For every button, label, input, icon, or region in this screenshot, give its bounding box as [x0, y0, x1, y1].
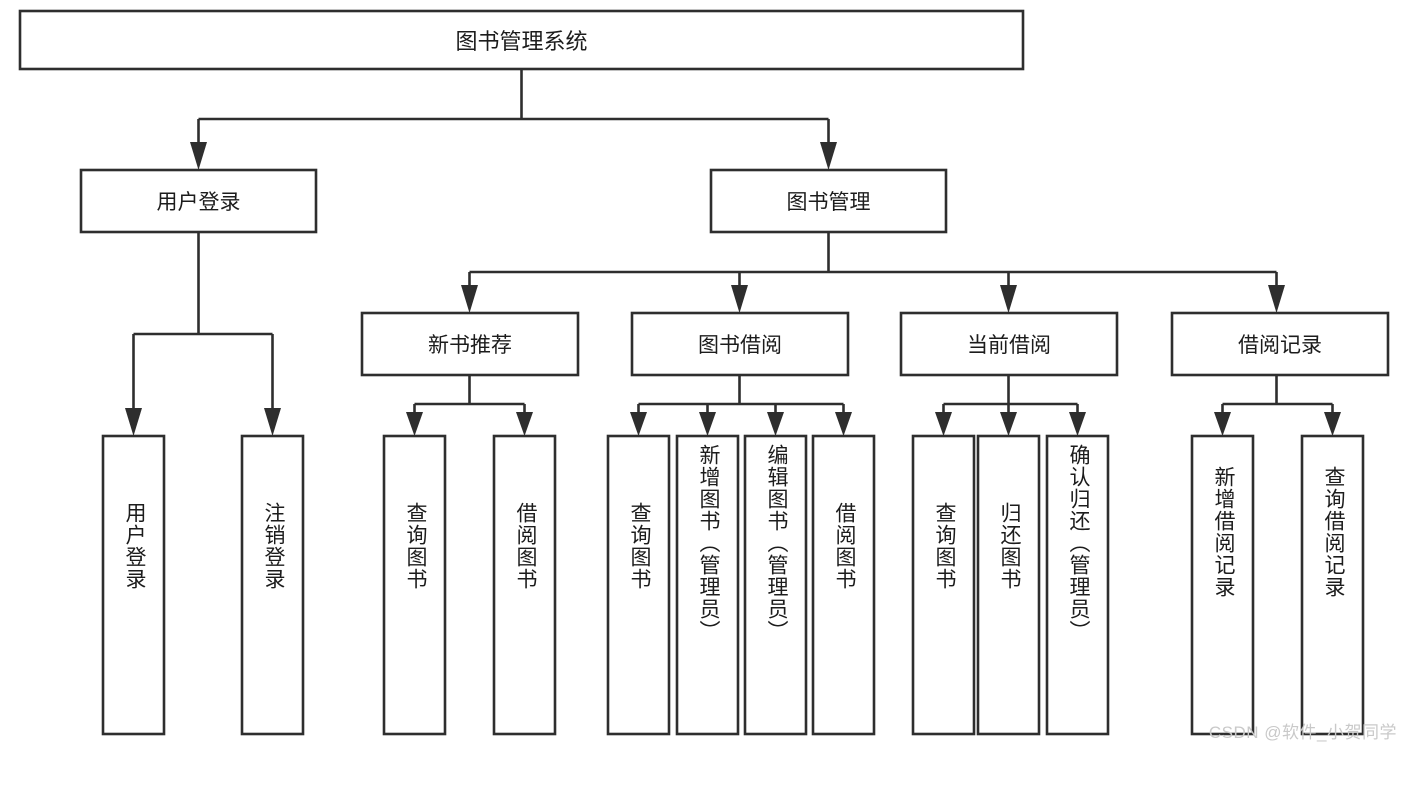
node-leaf-current-borrow-1[interactable]: [976, 434, 1041, 736]
node-leaf-current-borrow-0[interactable]: [911, 434, 976, 736]
node-leaf-borrow-record-1[interactable]: [1300, 434, 1365, 736]
arrow-head-level3-1: [461, 285, 478, 313]
node-leaf-user-login-0[interactable]: [101, 434, 166, 736]
node-leaf-book-borrow-3[interactable]: [811, 434, 876, 736]
arrow-head-level3-4: [1268, 285, 1285, 313]
arrow-head-user-login-2: [264, 408, 281, 436]
arrow-head-level2-1: [190, 142, 207, 170]
node-leaf-book-borrow-1[interactable]: [675, 434, 740, 736]
node-new-book-box[interactable]: [360, 311, 580, 377]
node-leaf-new-book-0[interactable]: [382, 434, 447, 736]
arrow-head-level3-3: [1000, 285, 1017, 313]
arrow-head-new-book-1: [406, 412, 423, 436]
node-leaf-book-borrow-2[interactable]: [743, 434, 808, 736]
arrow-head-user-login-1: [125, 408, 142, 436]
node-book-manage-box[interactable]: [709, 168, 948, 234]
node-borrow-record-box[interactable]: [1170, 311, 1390, 377]
arrow-head-level2-2: [820, 142, 837, 170]
node-current-borrow-box[interactable]: [899, 311, 1119, 377]
arrow-head-current-borrow-2: [1000, 412, 1017, 436]
node-leaf-new-book-1[interactable]: [492, 434, 557, 736]
node-user-login-box[interactable]: [79, 168, 318, 234]
node-leaf-borrow-record-0[interactable]: [1190, 434, 1255, 736]
node-book-borrow-box[interactable]: [630, 311, 850, 377]
node-leaf-book-borrow-0[interactable]: [606, 434, 671, 736]
arrow-head-book-borrow-2: [699, 412, 716, 436]
arrow-head-new-book-2: [516, 412, 533, 436]
arrow-head-book-borrow-1: [630, 412, 647, 436]
arrow-head-borrow-record-1: [1214, 412, 1231, 436]
arrow-head-book-borrow-4: [835, 412, 852, 436]
arrow-head-book-borrow-3: [767, 412, 784, 436]
arrow-head-level3-2: [731, 285, 748, 313]
arrow-head-borrow-record-2: [1324, 412, 1341, 436]
node-leaf-user-login-1[interactable]: [240, 434, 305, 736]
arrow-head-current-borrow-1: [935, 412, 952, 436]
node-root-box[interactable]: [18, 9, 1025, 71]
node-leaf-current-borrow-2[interactable]: [1045, 434, 1110, 736]
diagram-canvas: 图书管理系统 用户登录 图书管理 新书推荐 图书借阅 当前借阅 借阅记录 用户登…: [18, 9, 1396, 742]
hierarchy-diagram-svg: [18, 9, 1390, 736]
arrow-head-current-borrow-3: [1069, 412, 1086, 436]
